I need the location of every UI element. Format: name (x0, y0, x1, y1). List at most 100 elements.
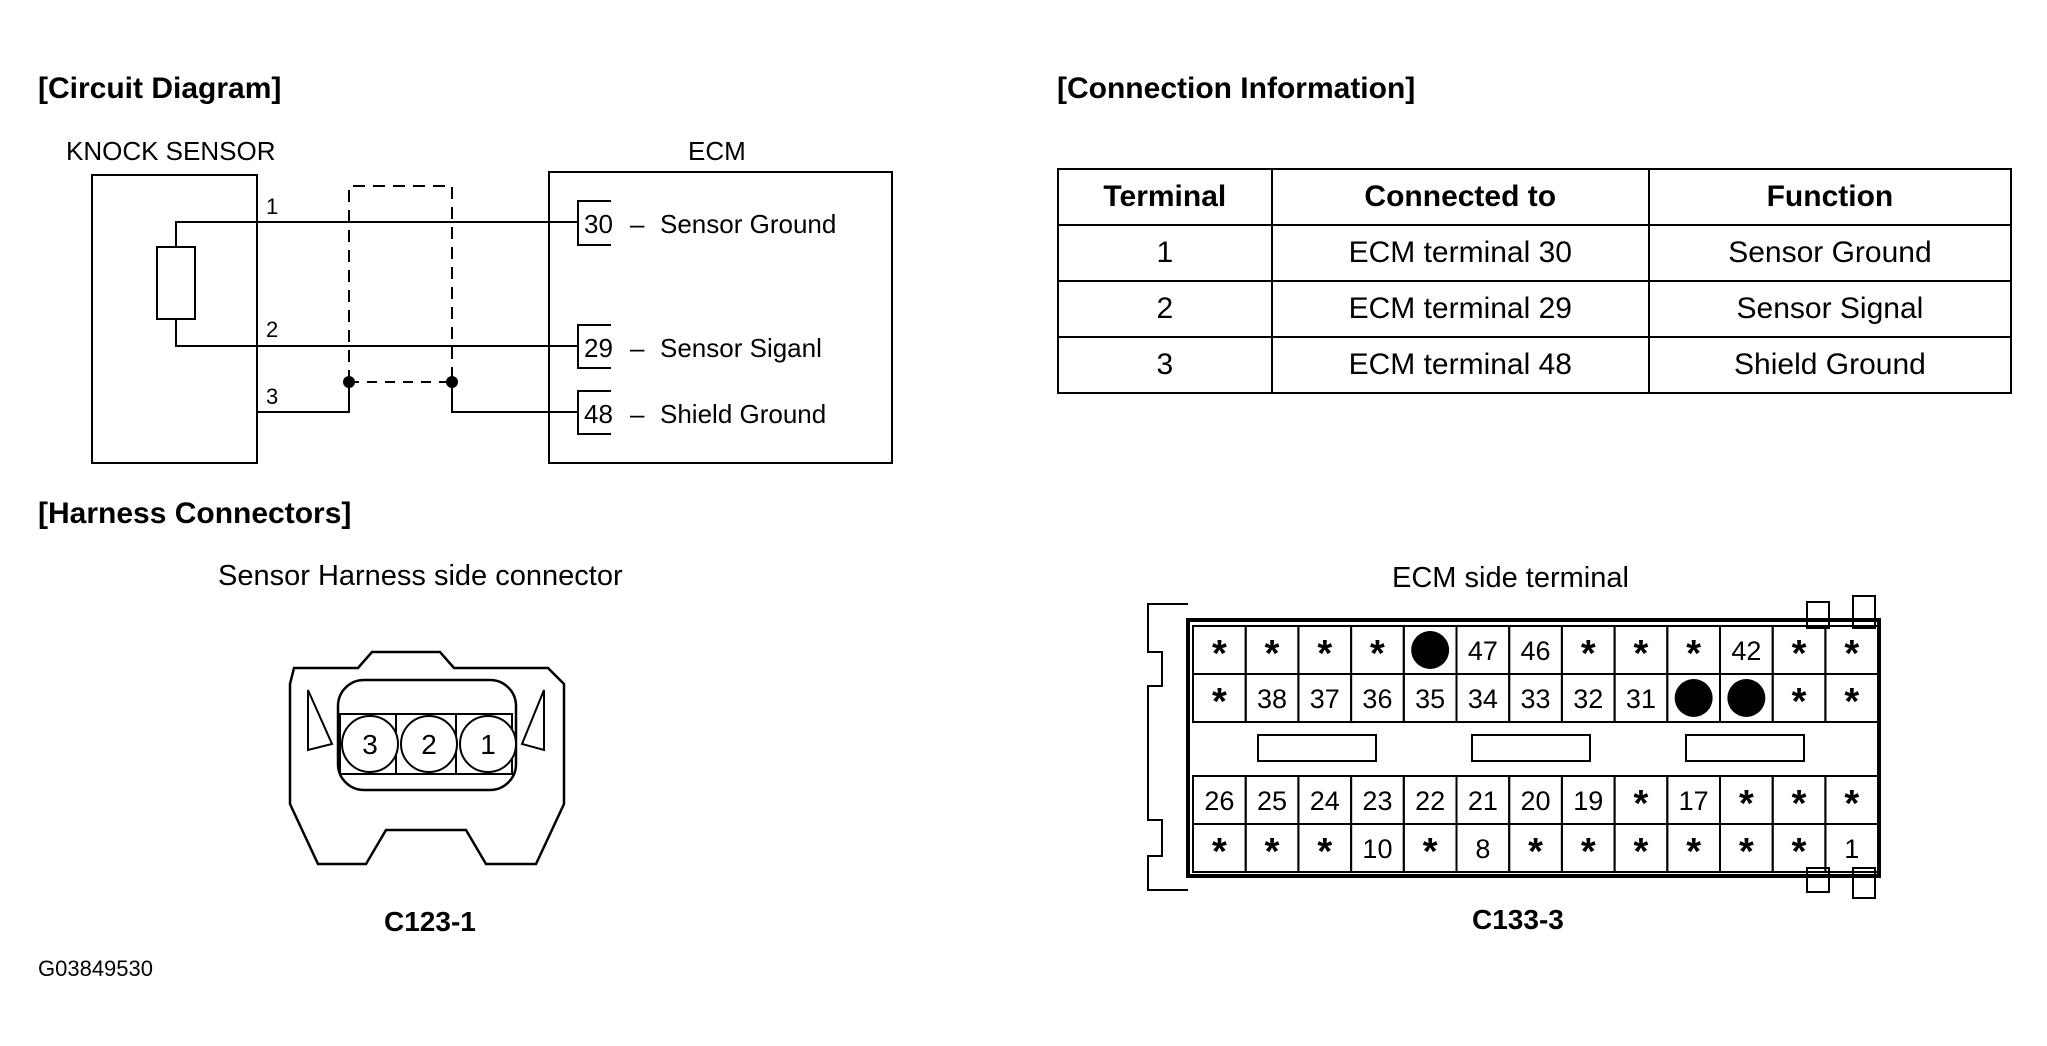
ecm-terminal-unused-mark: * (1634, 831, 1649, 873)
ecm-terminal-cell (1824, 673, 1880, 723)
ecm-terminal-bracket (577, 200, 611, 246)
ecm-terminal-number: 10 (1362, 834, 1392, 864)
ecm-key-slot (1685, 734, 1805, 762)
column-header-connected-to: Connected to (1270, 168, 1650, 226)
shield-junction-left (343, 376, 355, 388)
ecm-terminal-unused-mark: * (1265, 831, 1280, 873)
ecm-terminal-filled-dot (1674, 679, 1713, 717)
circuit-diagram: 1 2 3 30 – Sensor Ground 29 – Sensor Sig… (91, 171, 893, 464)
ecm-terminal-unused-mark: * (1370, 633, 1385, 675)
cell-function: Shield Ground (1647, 336, 2013, 394)
cell-function: Sensor Signal (1647, 280, 2013, 338)
figure-id: G03849530 (38, 956, 153, 981)
ecm-terminal-number: 24 (1310, 786, 1340, 816)
shield-dashed-outline (348, 185, 453, 383)
circuit-diagram-heading: [Circuit Diagram] (38, 72, 282, 105)
ecm-terminal-unused-mark: * (1792, 633, 1807, 675)
ecm-terminal-unused-mark: * (1739, 831, 1754, 873)
connector-pin-label: 1 (480, 729, 496, 760)
ecm-terminal-unused-mark: * (1686, 633, 1701, 675)
ecm-terminal-unused-mark: * (1581, 831, 1596, 873)
ecm-connector-body (1186, 618, 1881, 878)
ecm-terminal-number: 19 (1573, 786, 1603, 816)
cell-connected-to: ECM terminal 48 (1270, 336, 1650, 394)
ecm-terminal-unused-mark: * (1423, 831, 1438, 873)
ecm-right-tab (1852, 595, 1876, 629)
ecm-terminal-cell (1824, 823, 1880, 873)
ecm-key-slot (1257, 734, 1377, 762)
cell-connected-to: ECM terminal 30 (1270, 224, 1650, 282)
ecm-terminal-dash: – (630, 399, 645, 429)
ecm-terminal-unused-mark: * (1212, 633, 1227, 675)
ecm-terminal-number: 32 (1573, 684, 1603, 714)
sensor-lead-2 (175, 319, 257, 347)
connector-pin (341, 715, 399, 773)
ecm-right-tab (1806, 601, 1830, 629)
table-header-row: Terminal Connected to Function (1057, 168, 2013, 226)
sensor-connector-title: Sensor Harness side connector (218, 560, 623, 592)
ecm-terminal-unused-mark: * (1792, 783, 1807, 825)
column-header-terminal: Terminal (1057, 168, 1273, 226)
ecm-terminal-unused-mark: * (1844, 783, 1859, 825)
ecm-terminal-unused-mark: * (1317, 633, 1332, 675)
ecm-terminal-number: 23 (1362, 786, 1392, 816)
ecm-terminal-dash: – (630, 209, 645, 239)
connector-pin-label: 3 (362, 729, 378, 760)
connector-latch-left (307, 689, 334, 752)
ecm-terminal-unused-mark: * (1581, 633, 1596, 675)
ecm-terminal-number: 8 (1475, 834, 1490, 864)
ecm-right-tab (1852, 867, 1876, 899)
knock-sensor-box (91, 174, 258, 464)
sensor-pin-label: 3 (266, 384, 278, 409)
ecm-key-slot (1471, 734, 1591, 762)
cell-terminal: 3 (1057, 336, 1273, 394)
ecm-terminal-number: 47 (1468, 636, 1498, 666)
ecm-label: ECM (688, 136, 746, 166)
ecm-terminal-unused-mark: * (1844, 633, 1859, 675)
wire-3-sensor (257, 382, 350, 413)
sensor-connector-drawing: 3 2 1 (288, 650, 566, 866)
connection-info-heading: [Connection Information] (1057, 72, 1416, 105)
ecm-terminal-unused-mark: * (1792, 681, 1807, 723)
ecm-terminal-number: 31 (1626, 684, 1656, 714)
ecm-terminal-bracket (577, 390, 611, 435)
ecm-terminal-unused-mark: * (1265, 633, 1280, 675)
ecm-terminal-bracket (577, 324, 611, 369)
ecm-connector-code: C133-3 (1472, 904, 1564, 935)
connector-housing-outline (288, 650, 566, 866)
ecm-terminal-number: 20 (1521, 786, 1551, 816)
ecm-terminal-title: ECM side terminal (1392, 562, 1629, 594)
ecm-terminal-number: 21 (1468, 786, 1498, 816)
ecm-terminal-number: 25 (1257, 786, 1287, 816)
connection-table: Terminal Connected to Function 1 ECM ter… (1057, 168, 2013, 394)
ecm-terminal-name: Shield Ground (660, 399, 826, 429)
sensor-lead-1 (175, 221, 257, 247)
cell-terminal: 2 (1057, 280, 1273, 338)
sensor-element-icon (156, 246, 196, 320)
ecm-terminal-name: Sensor Ground (660, 209, 836, 239)
sensor-connector-code: C123-1 (384, 906, 476, 937)
connector-pin (400, 715, 458, 773)
ecm-terminal-unused-mark: * (1212, 681, 1227, 723)
table-row: 2 ECM terminal 29 Sensor Signal (1057, 280, 2013, 338)
cell-function: Sensor Ground (1647, 224, 2013, 282)
ecm-terminal-number: 38 (1257, 684, 1287, 714)
ecm-terminal-number: 26 (1204, 786, 1234, 816)
ecm-terminal-dash: – (630, 333, 645, 363)
ecm-terminal-filled-dot (1411, 631, 1450, 669)
ecm-terminal-name: Sensor Siganl (660, 333, 822, 363)
ecm-terminal-number: 46 (1521, 636, 1551, 666)
ecm-terminal-unused-mark: * (1317, 831, 1332, 873)
ecm-terminal-number: 29 (584, 333, 613, 363)
ecm-box (548, 171, 893, 464)
ecm-terminal-number: 22 (1415, 786, 1445, 816)
ecm-terminal-number: 17 (1679, 786, 1709, 816)
ecm-terminal-unused-mark: * (1634, 633, 1649, 675)
ecm-terminal-number: 34 (1468, 684, 1498, 714)
table-row: 3 ECM terminal 48 Shield Ground (1057, 336, 2013, 394)
sensor-pin-label: 1 (266, 194, 278, 219)
connector-pin-label: 2 (421, 729, 437, 760)
ecm-right-tab (1806, 867, 1830, 893)
ecm-terminal-number: 37 (1310, 684, 1340, 714)
